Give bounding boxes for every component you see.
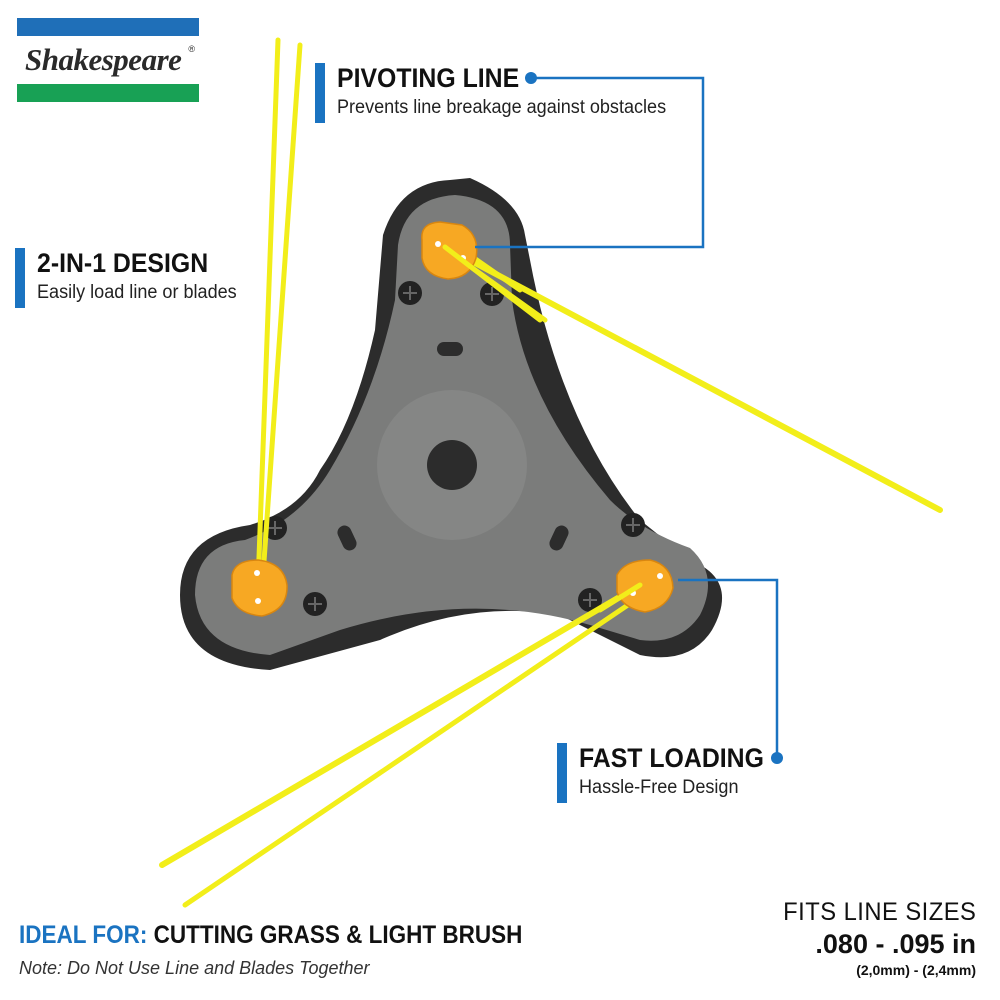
line-sizes-label: FITS LINE SIZES xyxy=(782,898,976,926)
logo-blue-bar xyxy=(17,18,199,36)
feature-subtitle: Prevents line breakage against obstacles xyxy=(337,97,667,118)
feature-title: 2-IN-1 DESIGN xyxy=(37,248,209,278)
screw xyxy=(578,588,602,612)
screw xyxy=(621,513,645,537)
feature-callout-2-in-1-design: 2-IN-1 DESIGN Easily load line or blades xyxy=(15,248,315,308)
slot xyxy=(549,525,569,551)
usage-note: Note: Do Not Use Line and Blades Togethe… xyxy=(19,958,370,978)
line-sizes-inches: .080 - .095 in xyxy=(815,929,976,959)
brand-logo: Shakespeare ® xyxy=(17,18,199,102)
callout-accent-bar xyxy=(315,63,325,123)
feature-title: PIVOTING LINE xyxy=(337,63,520,93)
screw xyxy=(303,592,327,616)
callout-accent-bar xyxy=(15,248,25,308)
trimmer-line xyxy=(442,244,643,613)
feature-subtitle: Easily load line or blades xyxy=(37,282,237,303)
leader-line-pivoting xyxy=(475,72,705,249)
feature-callout-pivoting-line: PIVOTING LINE Prevents line breakage aga… xyxy=(315,63,715,123)
feature-subtitle: Hassle-Free Design xyxy=(579,777,739,798)
line-anchor xyxy=(231,559,288,617)
arbor-hole xyxy=(427,440,477,490)
line-sizes-millimeters: (2,0mm) - (2,4mm) xyxy=(856,962,976,978)
slot xyxy=(337,525,357,551)
leader-line-fast-loading xyxy=(678,578,783,764)
logo-wordmark: Shakespeare xyxy=(25,42,182,77)
slot xyxy=(437,342,463,356)
logo-green-bar xyxy=(17,84,199,102)
screw xyxy=(398,281,422,305)
ideal-for-label: IDEAL FOR: xyxy=(19,921,148,949)
registered-mark: ® xyxy=(188,44,195,54)
feature-title: FAST LOADING xyxy=(579,743,764,773)
ideal-for-line: IDEAL FOR: CUTTING GRASS & LIGHT BRUSH xyxy=(19,921,522,950)
feature-callout-fast-loading: FAST LOADING Hassle-Free Design xyxy=(557,743,817,803)
ideal-for-text: CUTTING GRASS & LIGHT BRUSH xyxy=(153,921,523,949)
line-sizes-block: FITS LINE SIZES .080 - .095 in (2,0mm) -… xyxy=(773,898,976,978)
callout-accent-bar xyxy=(557,743,567,803)
